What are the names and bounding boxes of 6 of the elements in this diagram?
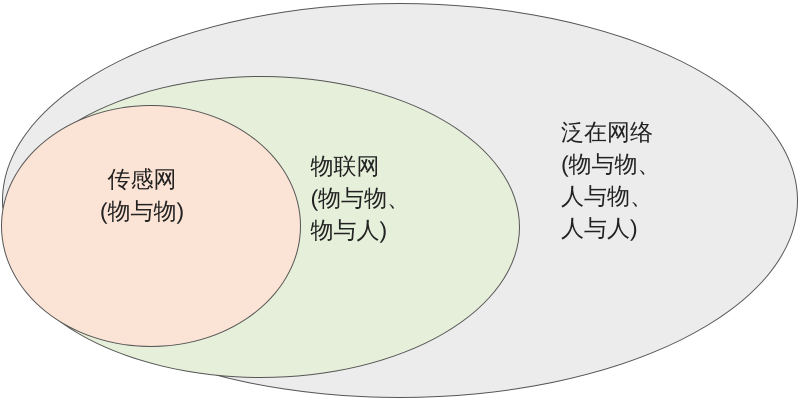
region-description: (物与物、物与人) (310, 184, 412, 245)
region-title: 物联网 (310, 152, 380, 181)
region-title: 传感网 (106, 165, 178, 194)
region-description: (物与物) (98, 197, 186, 226)
region-title: 泛在网络 (561, 118, 654, 147)
region-description: (物与物、人与物、人与人) (561, 150, 662, 243)
